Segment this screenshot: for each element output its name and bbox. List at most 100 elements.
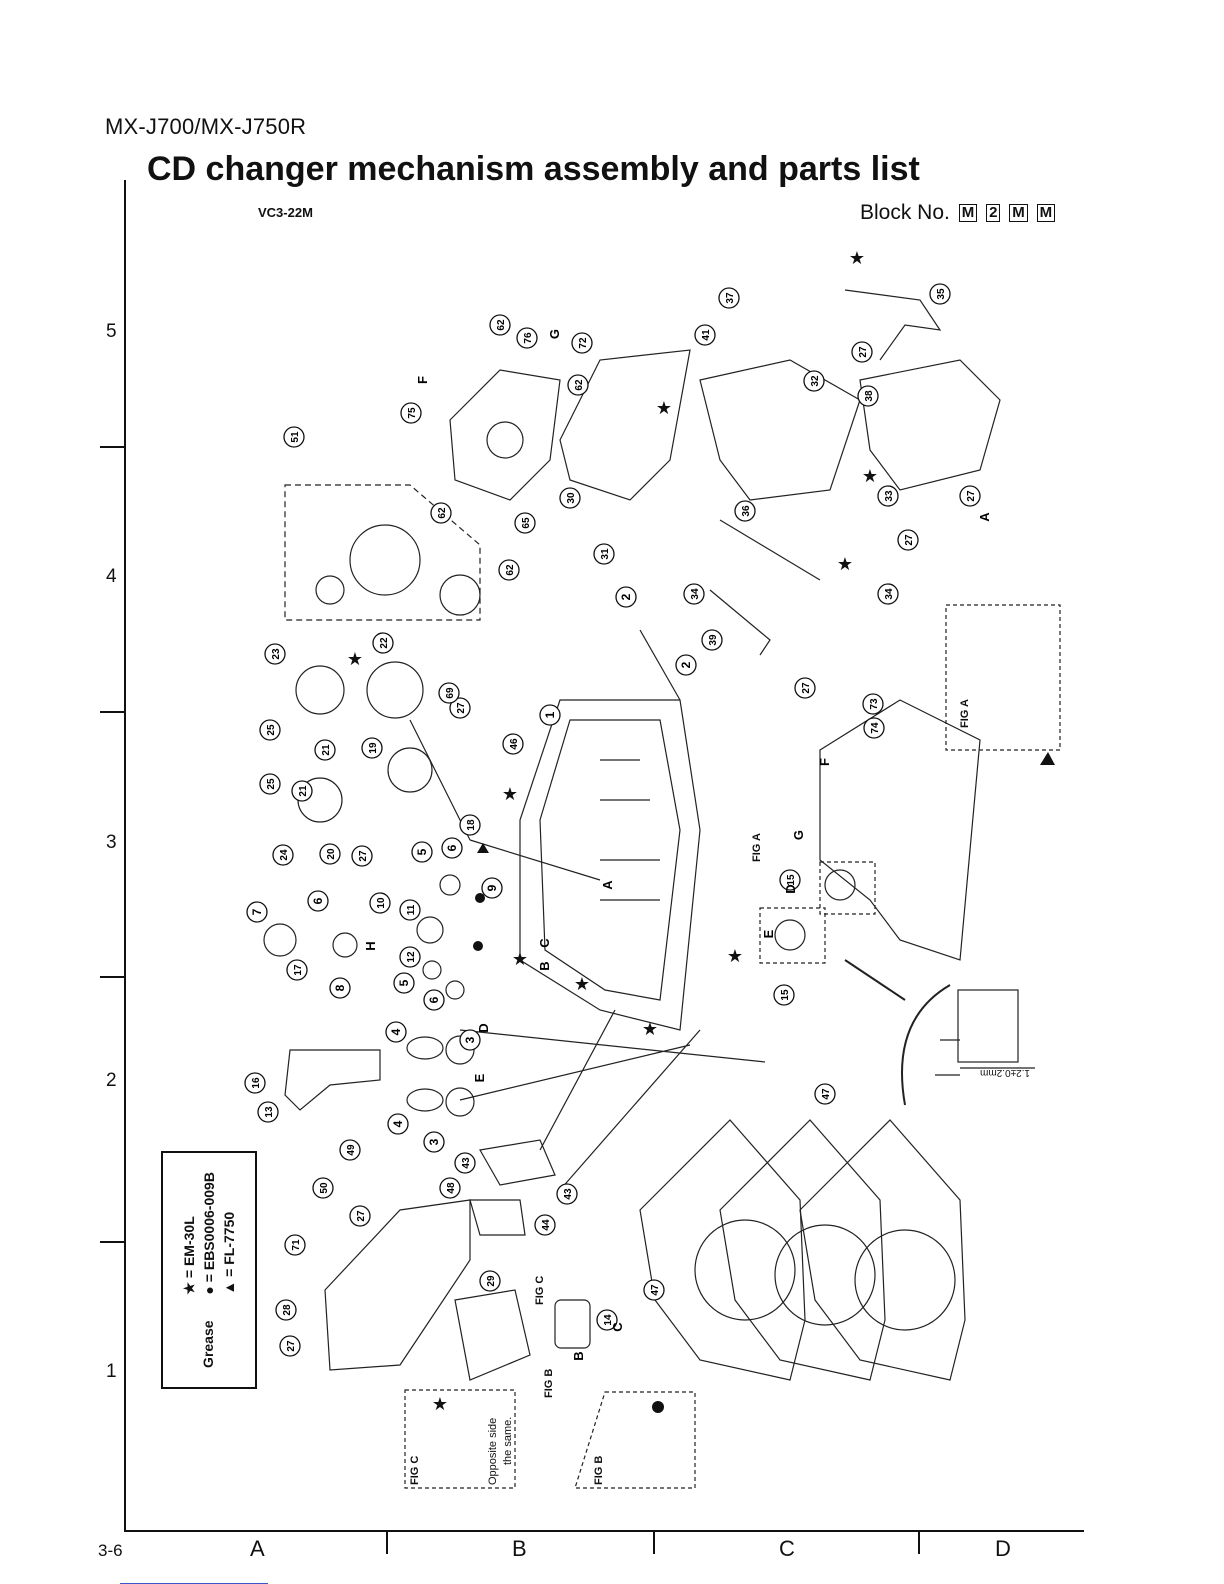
letter-callout: F [817,758,832,766]
part-callout: 9 [481,877,503,899]
part-callout: 47 [643,1279,665,1301]
part-callout-number: 13 [264,1106,275,1118]
part-callout: 69 [438,682,460,704]
row-divider [100,976,124,978]
part-callout-number: 17 [293,964,304,976]
letter-callout: H [363,941,378,950]
part-callout-number: 15 [786,874,797,886]
fig-c-label: FIG C [409,1456,421,1485]
part-callout: 25 [259,773,281,795]
part-callout: 4 [385,1021,407,1043]
part-callout: 34 [877,583,899,605]
block-code: M [1036,204,1056,222]
part-callout-number: 30 [566,492,577,504]
row-label: 1 [106,1361,117,1382]
dimension-label: 1.2±0.2mm [980,1067,1030,1078]
block-code: 2 [986,204,1001,222]
part-callout-number: 62 [437,507,448,519]
part-callout-number: 6 [311,897,325,904]
part-callout-number: 38 [864,390,875,402]
part-callout-number: 6 [427,996,441,1003]
star-icon: ★ [502,784,518,804]
part-callout: 32 [803,370,825,392]
part-callout: 37 [718,287,740,309]
part-callout-number: 16 [251,1077,262,1089]
page-number: 3-6 [98,1541,123,1560]
part-callout: 43 [454,1152,476,1174]
part-callout: 71 [284,1234,306,1256]
part-callout: 16 [244,1072,266,1094]
part-callout-number: 44 [541,1219,552,1231]
part-callout: 12 [399,946,421,968]
letter-callout: C [610,1322,625,1332]
part-callout-number: 6 [445,844,459,851]
part-callout: 76 [516,327,538,349]
star-icon: ★ [642,1019,658,1039]
part-callout-number: 12 [406,951,417,963]
block-code: M [958,204,978,222]
part-callout: 72 [571,332,593,354]
base-plate-shape [819,699,981,961]
star-icon: ★ [347,649,363,669]
column-divider [653,1532,655,1554]
part-callout: 15 [773,984,795,1006]
part-callout: 73 [862,693,884,715]
part-callout-number: 75 [407,407,418,419]
part-callout: 27 [349,1205,371,1227]
part-callout: 44 [534,1214,556,1236]
part-callout-number: 27 [858,346,869,358]
part-callout: 62 [498,559,520,581]
part-callout-number: 35 [936,288,947,300]
part-callout: 21 [314,739,336,761]
column-label: D [995,1536,1011,1561]
part-callout: 10 [369,892,391,914]
fig-a-pointer-label: FIG A [751,833,763,862]
star-icon: ★ [574,974,590,994]
letter-callout: G [547,329,562,339]
row-label: 5 [106,321,117,342]
part-callout-number: 24 [279,849,290,861]
motor-box-shape [284,484,481,621]
part-callout-number: 43 [563,1188,574,1200]
part-callout-number: 8 [333,984,347,991]
part-callout-number: 43 [461,1157,472,1169]
bracket-48-shape [324,1199,471,1371]
part-callout-number: 62 [496,319,507,331]
fig-a-box [945,604,1061,751]
part-callout-number: 3 [463,1036,477,1043]
part-callouts: 1223344556667891011121314151516171819202… [244,283,981,1357]
grid-bottom-border [124,1530,1084,1532]
part-callout: 27 [351,845,373,867]
row-divider [100,446,124,448]
part-callout: 74 [863,717,885,739]
page-title: CD changer mechanism assembly and parts … [147,150,920,188]
part-callout: 46 [502,733,524,755]
part-callout-number: 27 [966,490,977,502]
part-callout-number: 23 [271,648,282,660]
part-callout: 30 [559,487,581,509]
disc-tray-shape [719,1119,886,1381]
fig-b-box [574,1391,696,1489]
part-callout-number: 62 [505,564,516,576]
fig-c-box [404,1389,516,1489]
part-callout-number: 49 [346,1144,357,1156]
block-code: M [1009,204,1028,222]
part-callout: 15 [779,869,801,891]
dot-icon [473,941,483,951]
fig-b-label: FIG B [593,1456,605,1485]
part-callout: 43 [556,1183,578,1205]
part-callout: 62 [567,374,589,396]
row-label: 4 [106,566,117,587]
part-callout: 36 [734,500,756,522]
star-icon: ★ [512,949,528,969]
part-callout: 1 [539,704,561,726]
pickup-unit-shape [449,369,561,501]
letter-callout: B [537,961,552,970]
part-callout-number: 51 [290,431,301,443]
part-callout: 49 [339,1139,361,1161]
main-chassis-shape [519,699,701,1031]
part-callout-number: 34 [690,588,701,600]
grid-left-border [124,180,126,1530]
frame-29-shape [559,349,691,501]
part-callout-number: 32 [810,375,821,387]
